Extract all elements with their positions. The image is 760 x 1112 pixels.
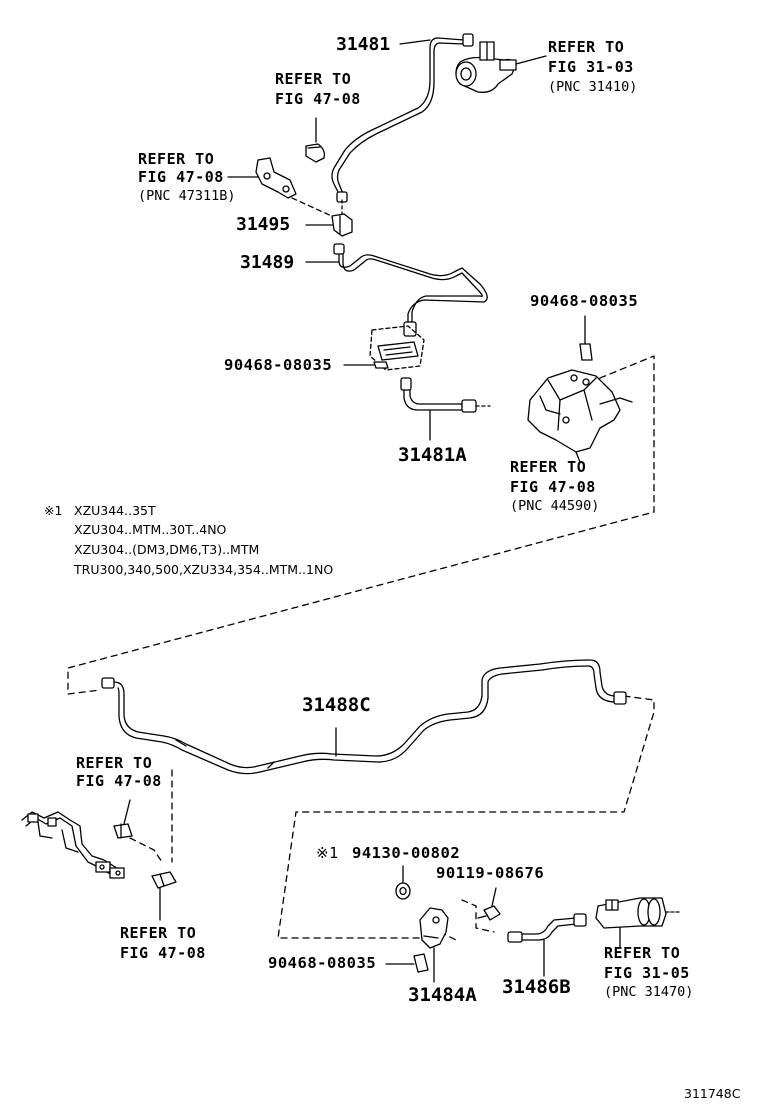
union-31495	[305, 199, 353, 237]
nut-94130	[395, 865, 411, 900]
part-number-90119: 90119-08676	[436, 864, 545, 882]
routing-dashed	[67, 355, 655, 941]
ref-47-08-upper-line1: REFER TO	[275, 70, 352, 88]
ref-31-03-line1: REFER TO	[548, 38, 625, 56]
tube-31489	[305, 243, 488, 337]
note-line-1: XZU344..35T	[74, 503, 156, 518]
ref-31-03-pnc: (PNC 31410)	[548, 79, 638, 95]
ref-31-03-line2: FIG 31-03	[548, 58, 634, 76]
clip-90468-top-right	[579, 315, 593, 361]
note-line-2: XZU304..MTM..30T..4NO	[74, 522, 227, 537]
master-cylinder	[455, 41, 517, 93]
tube-31488C	[101, 659, 627, 775]
part-number-31495: 31495	[236, 214, 291, 235]
bracket-31484A	[419, 907, 449, 983]
bolt-90119	[477, 887, 501, 921]
ref-47-08-lower-line1: REFER TO	[120, 924, 197, 942]
part-number-31488C: 31488C	[302, 694, 371, 716]
note-mark: ※1	[44, 503, 63, 518]
clip-47-08-upper	[305, 117, 326, 163]
ref-44590-line2: FIG 47-08	[510, 478, 596, 496]
part-number-90468-left: 90468-08035	[224, 356, 333, 374]
wire-harness	[21, 811, 125, 879]
bracket-44590	[527, 369, 633, 463]
note-line-4: TRU300,340,500,XZU334,354..MTM..1NO	[74, 562, 334, 577]
clip-90468-bottom	[385, 953, 429, 973]
part-number-31489: 31489	[240, 252, 295, 273]
bracket-47311B	[227, 157, 337, 219]
part-number-94130: 94130-00802	[352, 844, 461, 862]
clamp-plate	[343, 325, 425, 371]
part-number-90468-bottom: 90468-08035	[268, 954, 377, 972]
part-number-31481A: 31481A	[398, 444, 467, 466]
ref-47-08-harness-line2: FIG 47-08	[76, 772, 162, 790]
part-number-31486B: 31486B	[502, 976, 571, 998]
note-line-3: XZU304..(DM3,DM6,T3)..MTM	[74, 542, 260, 557]
tube-31481	[331, 33, 474, 203]
ref-47-08-bracket-pnc: (PNC 47311B)	[138, 188, 236, 204]
ref-44590-line1: REFER TO	[510, 458, 587, 476]
ref-44590-pnc: (PNC 44590)	[510, 498, 600, 514]
ref-47-08-bracket-line2: FIG 47-08	[138, 168, 224, 186]
slave-cylinder	[595, 897, 681, 949]
part-number-31481: 31481	[336, 34, 391, 55]
ref-47-08-lower-line2: FIG 47-08	[120, 944, 206, 962]
ref-31-05-line1: REFER TO	[604, 944, 681, 962]
ref-31-05-pnc: (PNC 31470)	[604, 984, 694, 1000]
ref-47-08-harness-line1: REFER TO	[76, 754, 153, 772]
part-number-90468-top-right: 90468-08035	[530, 292, 639, 310]
ref-47-08-upper-line2: FIG 47-08	[275, 90, 361, 108]
leader-lines	[399, 39, 547, 65]
hose-31481A	[400, 377, 491, 441]
part-number-31484A: 31484A	[408, 984, 477, 1006]
part-number-94130-mark: ※1	[316, 844, 339, 862]
ref-47-08-bracket-line1: REFER TO	[138, 150, 215, 168]
figure-code: 311748C	[684, 1086, 741, 1101]
ref-31-05-line2: FIG 31-05	[604, 964, 690, 982]
clips-left	[113, 799, 177, 921]
hose-31486B	[507, 913, 587, 977]
